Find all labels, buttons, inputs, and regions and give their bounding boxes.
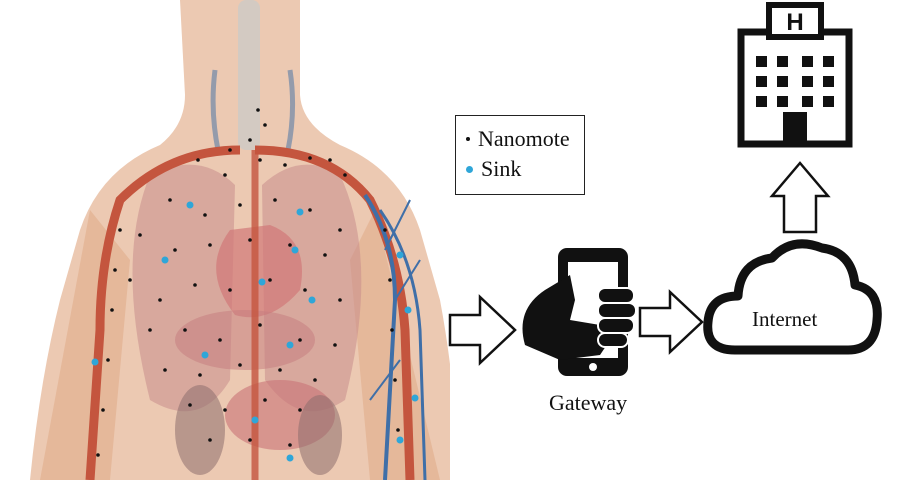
nanomote-dot <box>268 278 272 282</box>
nanomote-dot <box>308 208 312 212</box>
nanomote-dot <box>238 203 242 207</box>
nanomote-dot <box>193 283 197 287</box>
nanomote-dot <box>223 408 227 412</box>
nanomote-dot <box>110 308 114 312</box>
sink-dot <box>258 278 266 286</box>
sink-dot <box>396 251 404 259</box>
nanomote-dot <box>328 158 332 162</box>
nanomote-dot <box>248 138 252 142</box>
hospital-sign: H <box>786 9 803 36</box>
internet-label: Internet <box>752 307 818 331</box>
nanomote-dot <box>313 378 317 382</box>
nanomote-dot <box>396 428 400 432</box>
nanomote-dot-icon <box>466 137 470 141</box>
nanomote-dot <box>343 173 347 177</box>
nanomote-dot <box>218 338 222 342</box>
arrow-right-icon-2 <box>638 289 704 355</box>
neck-structures <box>210 0 296 151</box>
legend-label-sink: Sink <box>481 156 522 181</box>
nanomote-dot <box>248 438 252 442</box>
nanomote-dot <box>248 238 252 242</box>
nanomote-dot <box>173 248 177 252</box>
nanomote-dot <box>238 363 242 367</box>
nanomote-dot <box>388 278 392 282</box>
nanomote-dot <box>188 403 192 407</box>
nanomote-dot <box>183 328 187 332</box>
nanomote-dot <box>263 123 267 127</box>
nanomote-dot <box>208 243 212 247</box>
nanomote-dot <box>338 228 342 232</box>
nanomote-dot <box>333 343 337 347</box>
nanomote-dot <box>256 108 260 112</box>
sink-dot <box>161 256 169 264</box>
nanomote-dot <box>158 298 162 302</box>
nanomote-dot <box>138 233 142 237</box>
nanomote-dot <box>198 373 202 377</box>
nanomote-dot <box>308 156 312 160</box>
sink-dot <box>91 358 99 366</box>
nanomote-dot <box>101 408 105 412</box>
veins <box>363 193 427 480</box>
nanomote-dot <box>288 243 292 247</box>
nanomote-dot <box>383 228 387 232</box>
sink-dot <box>251 416 259 424</box>
sink-dot <box>411 394 419 402</box>
nanomote-dot <box>303 288 307 292</box>
nanomote-dot <box>228 148 232 152</box>
legend-item-nanomote: Nanomote <box>466 124 584 154</box>
nanomote-dot <box>168 198 172 202</box>
nanomote-dot <box>228 288 232 292</box>
arrow-right-icon <box>448 294 517 366</box>
sink-dot <box>286 341 294 349</box>
hospital-icon: H <box>737 2 853 148</box>
nanomote-dot <box>258 323 262 327</box>
nanomote-dot <box>273 198 277 202</box>
sink-dot-icon <box>466 165 473 173</box>
nanomote-dot <box>208 438 212 442</box>
sink-dot <box>291 246 299 254</box>
cloud-icon <box>703 239 882 355</box>
nanomote-nodes <box>96 108 400 457</box>
nanomote-dot <box>263 398 267 402</box>
sink-dot <box>296 208 304 216</box>
nanomote-dot <box>113 268 117 272</box>
nanomote-dot <box>196 158 200 162</box>
nanomote-dot <box>203 213 207 217</box>
nanomote-dot <box>258 158 262 162</box>
nanomote-dot <box>288 443 292 447</box>
legend-item-sink: Sink <box>466 154 584 184</box>
nanomote-dot <box>96 453 100 457</box>
legend-label-nanomote: Nanomote <box>478 126 570 151</box>
sink-dot <box>186 201 194 209</box>
human-body-illustration <box>30 0 450 480</box>
legend-box: Nanomote Sink <box>455 115 585 195</box>
nanomote-dot <box>393 378 397 382</box>
sink-dot <box>404 306 412 314</box>
nanomote-dot <box>283 163 287 167</box>
sink-nodes <box>91 201 419 462</box>
nanomote-dot <box>128 278 132 282</box>
nanomote-dot <box>118 228 122 232</box>
sink-dot <box>396 436 404 444</box>
nanomote-dot <box>390 328 394 332</box>
abdominal-organs <box>175 310 342 475</box>
sink-dot <box>201 351 209 359</box>
nanomote-dot <box>223 173 227 177</box>
nanomote-dot <box>323 253 327 257</box>
nanomote-dot <box>298 338 302 342</box>
gateway-label: Gateway <box>549 390 628 415</box>
nanomote-dot <box>106 358 110 362</box>
nanomote-dot <box>148 328 152 332</box>
smartphone-icon <box>522 248 637 376</box>
heart <box>216 225 302 318</box>
nanomote-dot <box>278 368 282 372</box>
nanomote-dot <box>163 368 167 372</box>
sink-dot <box>308 296 316 304</box>
nanomote-dot <box>338 298 342 302</box>
arrow-up-icon <box>769 161 831 234</box>
nanomote-dot <box>298 408 302 412</box>
sink-dot <box>286 454 294 462</box>
